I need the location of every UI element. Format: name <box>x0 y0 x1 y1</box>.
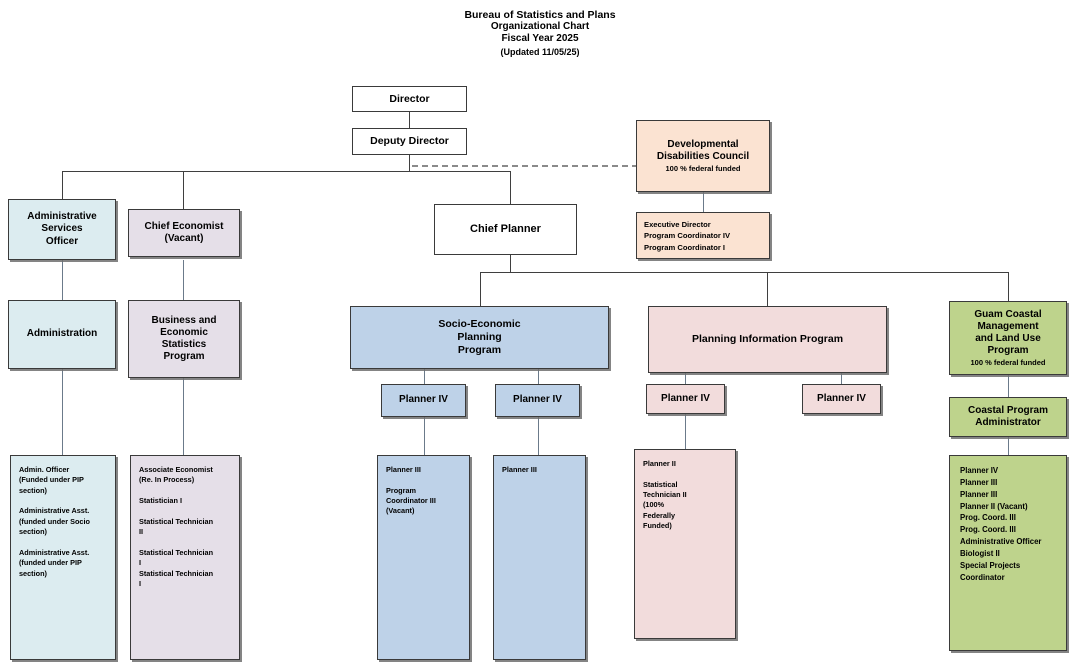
node-administration-label: Administration <box>26 328 98 340</box>
node-director[interactable]: Director <box>352 86 467 112</box>
node-coastal-program-administrator[interactable]: Coastal Program Administrator <box>949 397 1067 437</box>
node-guam-coastal-program[interactable]: Guam Coastal Management and Land Use Pro… <box>949 301 1067 375</box>
node-dd-council-funding: 100 % federal funded <box>665 164 741 174</box>
node-pip-planner-iv-left-label: Planner IV <box>661 392 710 404</box>
node-pip-staff[interactable]: Planner II Statistical Technician II (10… <box>634 449 736 639</box>
node-pip-label: Planning Information Program <box>691 333 844 346</box>
chart-title-updated: (Updated 11/05/25) <box>500 46 580 57</box>
node-business-economic-statistics-program[interactable]: Business and Economic Statistics Program <box>128 300 240 378</box>
connector-administration-to-staff <box>62 369 63 455</box>
chart-title-line-3: Fiscal Year 2025 <box>501 33 579 45</box>
node-deputy-director-label: Deputy Director <box>370 135 449 148</box>
node-business-economic-staff[interactable]: Associate Economist (Re. In Process) Sta… <box>130 455 240 660</box>
node-chief-economist-label: Chief Economist (Vacant) <box>144 220 224 244</box>
connector-planner-bus <box>480 272 1009 273</box>
node-pip-planner-iv-left[interactable]: Planner IV <box>646 384 725 414</box>
node-director-label: Director <box>389 92 430 105</box>
connector-pip-planner-iv-to-staff <box>685 414 686 449</box>
connector-deputy-dd-council-dashed <box>412 165 638 167</box>
connector-socio-to-planner-iv-right <box>538 369 539 384</box>
node-administrative-services-officer[interactable]: Administrative Services Officer <box>8 199 116 260</box>
connector-bus-to-coastal <box>1008 272 1009 301</box>
connector-aso-to-administration <box>62 260 63 300</box>
node-deputy-director[interactable]: Deputy Director <box>352 128 467 155</box>
node-administration-staff[interactable]: Admin. Officer (Funded under PIP section… <box>10 455 116 660</box>
connector-director-deputy <box>409 112 410 128</box>
node-administration[interactable]: Administration <box>8 300 116 369</box>
connector-bus-to-socio <box>480 272 481 306</box>
node-guam-coastal-funding: 100 % federal funded <box>970 358 1046 368</box>
node-bes-staff-list: Associate Economist (Re. In Process) Sta… <box>139 465 214 588</box>
chart-title-block: Bureau of Statistics and Plans Organizat… <box>0 9 1080 58</box>
node-dd-council-label: Developmental Disabilities Council <box>656 138 750 162</box>
node-guam-coastal-label: Guam Coastal Management and Land Use Pro… <box>974 308 1042 357</box>
node-socio-planner-iv-left[interactable]: Planner IV <box>381 384 466 417</box>
node-chief-planner[interactable]: Chief Planner <box>434 204 577 255</box>
connector-bus-to-pip <box>767 272 768 306</box>
chart-title-line-1: Bureau of Statistics and Plans <box>464 9 616 21</box>
connector-dd-council-to-staff <box>703 192 704 212</box>
node-pip-planner-iv-right-label: Planner IV <box>817 392 866 404</box>
connector-administrator-to-staff <box>1008 437 1009 455</box>
node-administration-staff-list: Admin. Officer (Funded under PIP section… <box>19 465 90 578</box>
node-socio-planner-iv-right-label: Planner IV <box>513 394 562 406</box>
node-socio-planner-iv-right[interactable]: Planner IV <box>495 384 580 417</box>
connector-bus-to-aso <box>62 171 63 199</box>
node-coastal-staff[interactable]: Planner IV Planner III Planner III Plann… <box>949 455 1067 651</box>
connector-socio-to-planner-iv-left <box>424 369 425 384</box>
node-aso-label: Administrative Services Officer <box>27 211 97 247</box>
node-dd-council[interactable]: Developmental Disabilities Council 100 %… <box>636 120 770 192</box>
node-chief-planner-label: Chief Planner <box>470 222 541 235</box>
connector-bus-to-chief-economist <box>183 171 184 209</box>
connector-planner-iv-right-to-staff <box>538 417 539 455</box>
connector-top-bus <box>62 171 511 172</box>
node-socio-economic-planning-program[interactable]: Socio-Economic Planning Program <box>350 306 609 369</box>
node-socio-program-label: Socio-Economic Planning Program <box>438 318 521 356</box>
node-dd-council-staff[interactable]: Executive Director Program Coordinator I… <box>636 212 770 259</box>
node-socio-staff-right[interactable]: Planner III <box>493 455 586 660</box>
node-coastal-staff-list: Planner IV Planner III Planner III Plann… <box>960 466 1042 582</box>
node-socio-planner-iv-left-label: Planner IV <box>399 394 448 406</box>
connector-bus-to-chief-planner <box>510 171 511 204</box>
node-socio-staff-left-list: Planner III Program Coordinator III (Vac… <box>386 465 436 516</box>
connector-chief-planner-stem <box>510 255 511 273</box>
connector-bes-to-staff <box>183 378 184 455</box>
node-socio-staff-right-list: Planner III <box>502 465 537 474</box>
node-chief-economist[interactable]: Chief Economist (Vacant) <box>128 209 240 257</box>
connector-coastal-to-administrator <box>1008 375 1009 397</box>
node-pip-planner-iv-right[interactable]: Planner IV <box>802 384 881 414</box>
node-socio-staff-left[interactable]: Planner III Program Coordinator III (Vac… <box>377 455 470 660</box>
node-pip-staff-list: Planner II Statistical Technician II (10… <box>643 459 687 531</box>
connector-deputy-stem <box>409 155 410 171</box>
connector-pip-to-planner-iv-left <box>685 373 686 384</box>
connector-planner-iv-left-to-staff <box>424 417 425 455</box>
node-bes-program-label: Business and Economic Statistics Program <box>151 314 217 363</box>
chart-title-line-2: Organizational Chart <box>490 21 590 33</box>
node-planning-information-program[interactable]: Planning Information Program <box>648 306 887 373</box>
node-coastal-administrator-label: Coastal Program Administrator <box>967 404 1049 428</box>
connector-pip-to-planner-iv-right <box>841 373 842 384</box>
node-dd-council-staff-list: Executive Director Program Coordinator I… <box>644 220 731 252</box>
connector-chief-economist-to-bes <box>183 260 184 300</box>
